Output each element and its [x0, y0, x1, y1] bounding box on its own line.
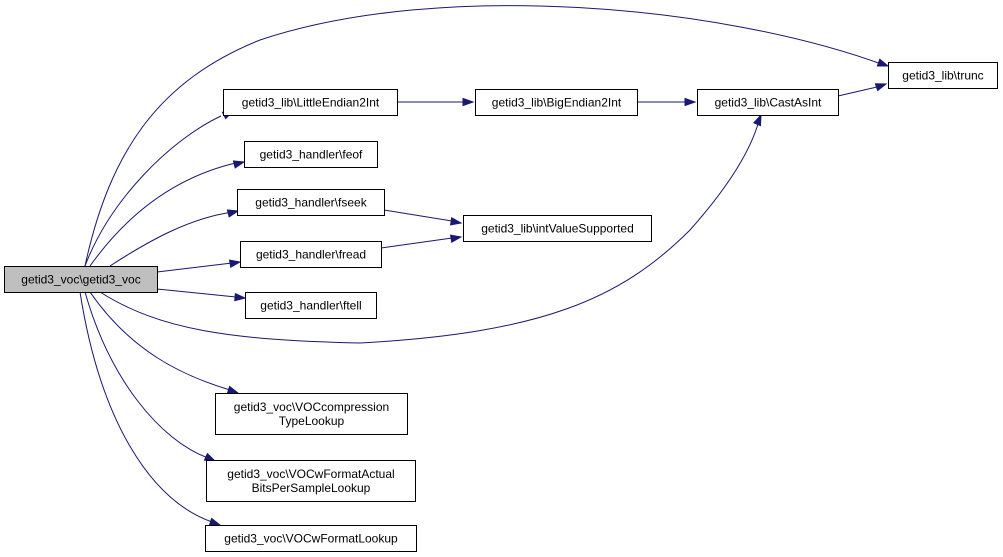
node-box: [245, 292, 377, 319]
edge-root-to-trunc: [84, 5, 890, 267]
arrowhead: [226, 209, 240, 218]
arrowhead: [874, 83, 888, 92]
edge-line: [79, 291, 213, 523]
edge-root-to-voccomp: [89, 291, 240, 394]
node-ftell[interactable]: getid3_handler\ftell: [245, 292, 377, 319]
edge-root-to-le2int: [84, 110, 235, 267]
edge-line: [380, 237, 453, 249]
edge-line: [84, 291, 209, 459]
edge-be2int-to-castasint: [637, 97, 697, 107]
edge-fread-to-intvalue: [380, 234, 463, 249]
node-box: [475, 89, 638, 116]
node-box: [697, 89, 839, 116]
arrowhead: [449, 234, 463, 243]
node-box: [237, 189, 385, 216]
node-vocbits[interactable]: getid3_voc\VOCwFormatActualBitsPerSample…: [206, 460, 416, 502]
edge-line: [156, 262, 233, 273]
node-box: [888, 62, 998, 89]
node-label: getid3_handler\feof: [260, 148, 363, 162]
arrowhead: [226, 385, 240, 394]
edge-le2int-to-be2int: [397, 97, 475, 107]
node-trunc[interactable]: getid3_lib\trunc: [888, 62, 998, 89]
arrowhead: [462, 97, 475, 107]
edge-root-to-feof: [89, 160, 246, 267]
node-label: getid3_lib\intValueSupported: [481, 222, 634, 236]
edge-root-to-vocfmt: [79, 291, 222, 526]
arrowhead: [876, 58, 890, 67]
edge-root-to-ftell: [156, 288, 247, 302]
node-label: getid3_voc\VOCwFormatActual: [227, 467, 394, 481]
edge-root-to-fread: [156, 259, 242, 273]
arrowhead: [232, 160, 246, 169]
node-box: [240, 241, 382, 268]
node-le2int[interactable]: getid3_lib\LittleEndian2Int: [223, 89, 398, 116]
node-label: getid3_voc\VOCwFormatLookup: [224, 532, 398, 546]
node-be2int[interactable]: getid3_lib\BigEndian2Int: [475, 89, 638, 116]
edge-line: [84, 5, 885, 267]
node-label: getid3_handler\fseek: [255, 196, 367, 210]
edge-root-to-castasint: [99, 113, 762, 344]
arrowhead: [449, 217, 463, 226]
node-label: BitsPerSampleLookup: [252, 481, 371, 495]
edge-castasint-to-trunc: [837, 83, 888, 97]
node-label: getid3_handler\fread: [256, 248, 366, 262]
edge-line: [89, 291, 231, 391]
node-box: [215, 393, 408, 435]
node-label: getid3_voc\VOCcompression: [234, 400, 389, 414]
edge-line: [837, 86, 878, 97]
node-intvalue[interactable]: getid3_lib\intValueSupported: [463, 215, 652, 242]
arrowhead: [203, 452, 217, 462]
node-label: getid3_lib\LittleEndian2Int: [242, 96, 380, 110]
edges-layer: [79, 5, 890, 526]
nodes-layer: getid3_voc\getid3_voc getid3_lib\truncget…: [4, 62, 998, 552]
arrowhead: [228, 259, 242, 268]
edge-line: [383, 209, 453, 222]
edge-line: [99, 123, 759, 344]
node-root[interactable]: getid3_voc\getid3_voc: [4, 266, 158, 293]
node-fread[interactable]: getid3_handler\fread: [240, 241, 382, 268]
node-box: [4, 266, 158, 293]
node-box: [206, 460, 416, 502]
edge-line: [156, 288, 237, 298]
node-box: [463, 215, 652, 242]
edge-fseek-to-intvalue: [383, 209, 463, 226]
node-castasint[interactable]: getid3_lib\CastAsInt: [697, 89, 839, 116]
node-label: getid3_voc\getid3_voc: [21, 273, 140, 287]
node-feof[interactable]: getid3_handler\feof: [244, 141, 378, 168]
node-label: TypeLookup: [279, 414, 345, 428]
edge-line: [109, 211, 234, 267]
edge-line: [84, 115, 222, 267]
arrowhead: [684, 97, 697, 107]
arrowhead: [234, 292, 247, 302]
node-label: getid3_lib\CastAsInt: [715, 96, 822, 110]
arrowhead: [752, 113, 762, 127]
node-vocfmt[interactable]: getid3_voc\VOCwFormatLookup: [205, 525, 417, 552]
node-box: [205, 525, 417, 552]
arrowhead: [208, 517, 222, 526]
edge-line: [89, 161, 241, 267]
edge-root-to-vocbits: [84, 291, 217, 462]
node-label: getid3_lib\BigEndian2Int: [492, 96, 622, 110]
node-box: [244, 141, 378, 168]
node-fseek[interactable]: getid3_handler\fseek: [237, 189, 385, 216]
node-box: [223, 89, 398, 116]
edge-root-to-fseek: [109, 209, 240, 267]
node-label: getid3_lib\trunc: [902, 69, 983, 83]
node-label: getid3_handler\ftell: [260, 299, 361, 313]
